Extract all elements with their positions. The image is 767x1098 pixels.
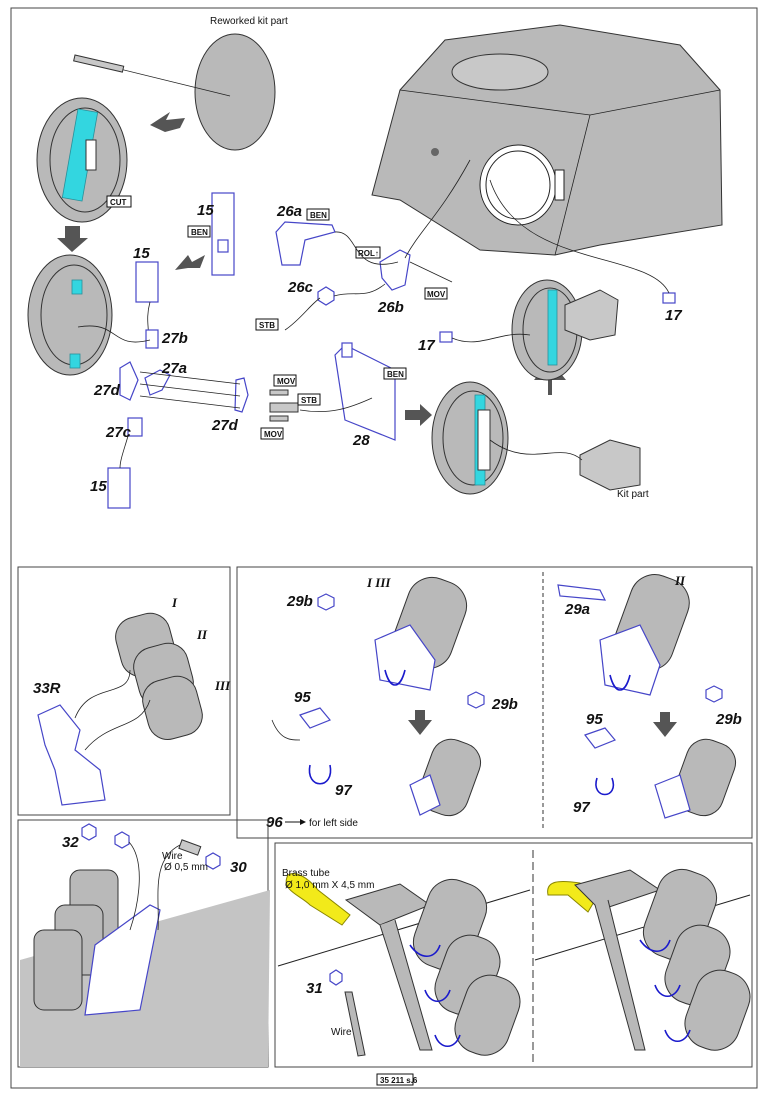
tag-stb: STB: [301, 396, 317, 405]
disc-cut: [36, 97, 128, 223]
part-27d: [234, 377, 249, 413]
part-29a: [557, 584, 607, 601]
tag-mov: MOV: [277, 377, 296, 386]
part-33r: [37, 704, 106, 806]
label-27d: 27d: [93, 382, 121, 399]
reworked-caption: Reworked kit part: [210, 16, 288, 27]
part-27d: [119, 361, 139, 401]
label-95: 95: [294, 689, 311, 706]
part-28: [334, 344, 396, 441]
page-border: [10, 7, 758, 1089]
label-32: 32: [62, 834, 79, 851]
headlight-cylinders: [115, 612, 203, 740]
panel-lights: [17, 566, 231, 816]
label-roman-3: III: [214, 678, 231, 693]
label-95: 95: [586, 711, 603, 728]
tag-rol: ROL↑: [358, 249, 379, 258]
part-15: [107, 467, 131, 509]
label-33r: 33R: [33, 680, 61, 697]
label-15: 15: [197, 202, 214, 219]
label-26c: 26c: [287, 279, 314, 296]
label-29b: 29b: [286, 593, 313, 610]
arrow-icon: [408, 710, 432, 735]
part-26b: [379, 249, 411, 291]
disc-holder: [27, 254, 113, 376]
part-17: [439, 331, 453, 343]
label-26b: 26b: [377, 299, 404, 316]
tag-stb: STB: [259, 321, 275, 330]
label-97: 97: [573, 799, 590, 816]
label-26a: 26a: [276, 203, 302, 220]
part-17: [662, 292, 676, 304]
wire-label: Wire: [331, 1027, 352, 1038]
label-29a: 29a: [564, 601, 590, 618]
turret: [371, 24, 723, 256]
label-27d: 27d: [211, 417, 239, 434]
label-27a: 27a: [161, 360, 187, 377]
panel-mounting: [236, 566, 753, 839]
part-27c: [127, 417, 143, 437]
part-26a: [275, 221, 336, 266]
label-roman-1: I: [171, 595, 178, 610]
tag-ben: BEN: [387, 370, 404, 379]
tag-mov: MOV: [427, 290, 446, 299]
wire-spec: Ø 0,5 mm: [164, 862, 208, 873]
panel-brass: [274, 842, 753, 1068]
label-31: 31: [306, 980, 323, 997]
tag-ben: BEN: [310, 211, 327, 220]
label-roman-2: II: [196, 627, 208, 642]
page-code: 35 211 s.6: [380, 1076, 418, 1085]
label-roman: I III: [366, 575, 391, 590]
label-97: 97: [335, 782, 352, 799]
label-27c: 27c: [105, 424, 132, 441]
note-part-96: 96: [266, 814, 283, 831]
label-27b: 27b: [161, 330, 188, 347]
arrow-icon: [405, 404, 432, 426]
disc-assembled: [511, 279, 619, 381]
label-29b: 29b: [491, 696, 518, 713]
label-roman: II: [674, 573, 686, 588]
tag-mov: MOV: [264, 430, 283, 439]
part-15: [135, 261, 159, 303]
tag-cut: CUT: [110, 198, 127, 207]
label-15: 15: [133, 245, 150, 262]
label-17: 17: [418, 337, 435, 354]
tag-ben: BEN: [191, 228, 208, 237]
arrow-icon: [57, 226, 88, 252]
label-15: 15: [90, 478, 107, 495]
arrow-icon: [175, 255, 205, 270]
brass-tube-label: Brass tube: [282, 868, 330, 879]
part-15: [211, 192, 235, 276]
brass-tube-spec: Ø 1,0 mm X 4,5 mm: [285, 880, 374, 891]
arrow-icon: [150, 112, 185, 132]
disc-kit-part: [431, 381, 641, 495]
part-26c: [317, 286, 335, 306]
label-30: 30: [230, 859, 247, 876]
reworked-disc: [73, 33, 276, 151]
label-17: 17: [665, 307, 682, 324]
wire-label: Wire: [162, 851, 183, 862]
arrow-icon: [653, 712, 677, 737]
label-29b: 29b: [715, 711, 742, 728]
part-27a: [144, 369, 171, 396]
part-27b: [145, 329, 159, 349]
kit-part-caption: Kit part: [617, 489, 649, 500]
label-28: 28: [352, 432, 370, 449]
note-left-side: for left side: [309, 818, 358, 829]
